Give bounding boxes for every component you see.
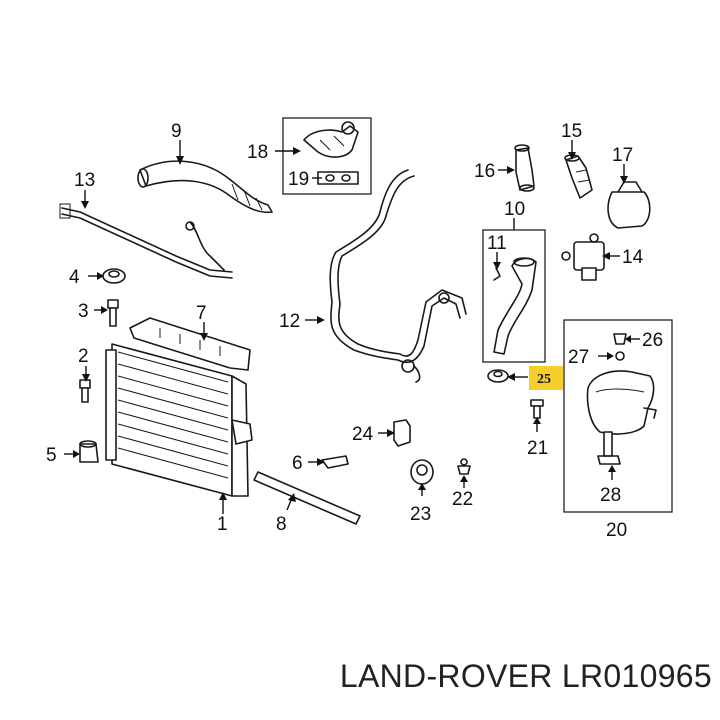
- callout-19: 19: [288, 169, 309, 190]
- part-2-bolt: 2: [78, 346, 91, 403]
- part-5-mount: 5: [46, 440, 99, 466]
- part-3-pin: 3: [78, 299, 119, 327]
- callout-15: 15: [561, 121, 582, 142]
- callout-23: 23: [410, 504, 431, 525]
- part-8-seal-strip: 8: [253, 471, 361, 535]
- callout-26: 26: [642, 330, 663, 351]
- part-13-coolant-pipe: 13: [59, 170, 233, 279]
- highlight-label: 25: [537, 372, 551, 387]
- part-16-small-hose: 16: [474, 144, 535, 192]
- callout-9: 9: [171, 121, 182, 142]
- part-9-upper-hose: 9: [137, 121, 273, 214]
- callout-21: 21: [527, 438, 548, 459]
- callout-3: 3: [78, 301, 89, 322]
- callout-4: 4: [69, 267, 80, 288]
- part-12-coolant-hose: 12: [279, 169, 467, 383]
- callout-18: 18: [247, 142, 268, 163]
- callout-27: 27: [568, 347, 589, 368]
- part-22-fastener: 22: [452, 458, 473, 510]
- callout-10: 10: [504, 199, 525, 220]
- part-15-bent-hose: 15: [561, 121, 593, 199]
- callout-28: 28: [600, 485, 621, 506]
- callout-14: 14: [622, 247, 644, 268]
- part-10-hose-kit: 10 11: [482, 199, 546, 363]
- part-25-highlighted: 25: [487, 366, 563, 390]
- part-17-reservoir: 17: [607, 145, 651, 229]
- callout-2: 2: [78, 346, 89, 367]
- part-18-thermostat-housing: 18 19: [247, 117, 372, 195]
- callout-16: 16: [474, 161, 495, 182]
- callout-8: 8: [276, 514, 287, 535]
- part-21-bolt: 21: [527, 399, 548, 459]
- callout-5: 5: [46, 445, 57, 466]
- callout-24: 24: [352, 424, 374, 445]
- part-4-grommet: 4: [69, 267, 126, 288]
- part-14-valve: 14: [561, 233, 644, 281]
- callout-20: 20: [606, 520, 627, 541]
- part-23-grommet: 23: [410, 459, 434, 525]
- callout-17: 17: [612, 145, 633, 166]
- callout-6: 6: [292, 453, 303, 474]
- callout-12: 12: [279, 311, 300, 332]
- part-7-upper-bracket: 7: [129, 303, 251, 371]
- part-24-bracket: 24: [352, 419, 411, 447]
- callout-1: 1: [217, 514, 228, 535]
- part-number-label: LAND-ROVER LR010965: [339, 658, 712, 694]
- callout-22: 22: [452, 489, 473, 510]
- part-1-radiator: 1: [105, 343, 253, 535]
- part-20-tank-kit: 20 26 27 28: [563, 319, 673, 541]
- callout-11: 11: [487, 233, 507, 254]
- callout-7: 7: [196, 303, 207, 324]
- part-6-clip: 6: [292, 453, 349, 474]
- highlight-badge: [529, 366, 563, 390]
- callout-13: 13: [74, 170, 95, 191]
